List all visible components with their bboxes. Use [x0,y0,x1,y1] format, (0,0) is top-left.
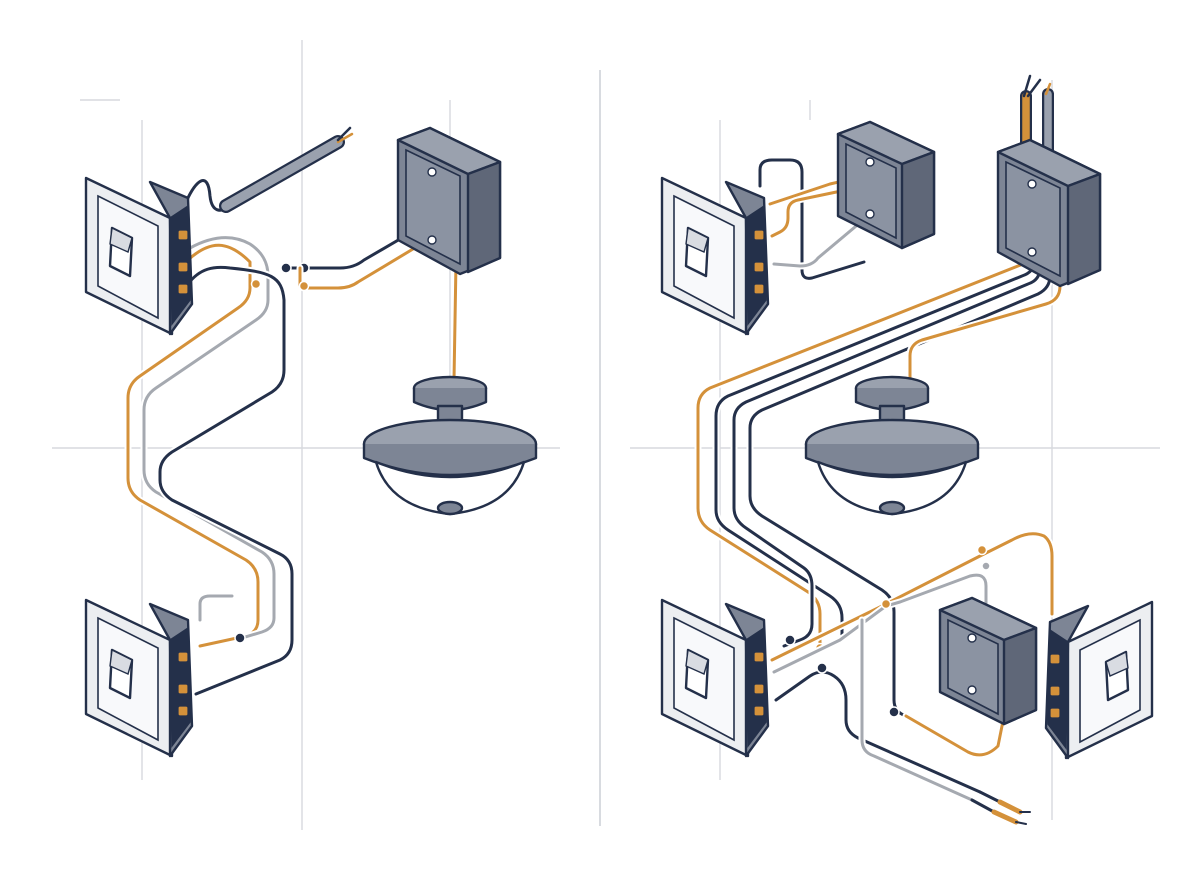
right-ceiling-light [804,375,980,516]
left-switch-lower[interactable] [84,598,194,758]
right-junction-box-mid [938,596,1038,726]
right-switch-lower[interactable] [660,598,770,758]
right-panel [660,74,1154,825]
right-wire-leads [970,790,1031,825]
left-switch-upper[interactable] [84,176,194,336]
right-switch-side[interactable] [1044,600,1154,760]
left-panel [84,126,538,758]
left-ceiling-light [362,375,538,516]
right-switch-upper[interactable] [660,176,770,336]
left-supply-cable [219,126,354,213]
